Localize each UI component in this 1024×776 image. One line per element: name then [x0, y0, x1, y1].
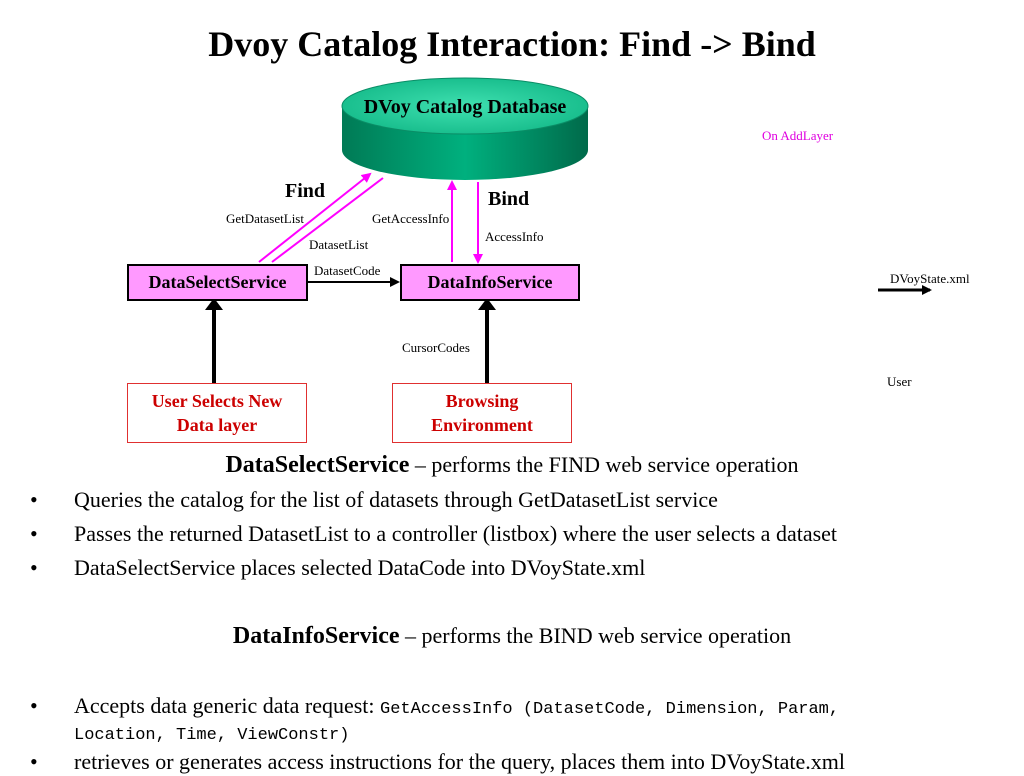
browsing-environment-box: Browsing Environment: [392, 383, 572, 443]
datasetcode-label: DatasetCode: [314, 263, 381, 278]
bullet-text: DataSelectService places selected DataCo…: [74, 555, 646, 580]
slide-title: Dvoy Catalog Interaction: Find -> Bind: [208, 24, 816, 64]
bullet-text-wrap: Accepts data generic data request: GetAc…: [74, 692, 1004, 756]
user-selects-box: User Selects New Data layer: [127, 383, 307, 443]
user-selects-line2: Data layer: [176, 415, 258, 435]
find-label: Find: [285, 180, 326, 202]
bullet-text: Queries the catalog for the list of data…: [74, 487, 718, 512]
accessinfo-label: AccessInfo: [485, 229, 544, 244]
code-line-1: GetAccessInfo (DatasetCode, Dimension, P…: [380, 700, 840, 719]
user-label: User: [887, 374, 912, 389]
section1-heading-bold: DataSelectService: [225, 452, 410, 478]
section1-heading-rest: – performs the FIND web service operatio…: [409, 452, 799, 477]
bullet-dot: •: [30, 487, 38, 512]
bullet-text: Accepts data generic data request:: [74, 693, 381, 718]
on-addlayer-label: On AddLayer: [762, 128, 834, 143]
section2-heading: DataInfoService – performs the BIND web …: [0, 622, 1024, 650]
user-selects-line1: User Selects New: [151, 391, 283, 411]
cursorcodes-label: CursorCodes: [402, 340, 470, 355]
data-select-service-box: DataSelectService: [127, 264, 308, 301]
catalog-database-label: DVoy Catalog Database: [363, 96, 567, 118]
bullet-dot: •: [30, 521, 38, 546]
data-info-service-box: DataInfoService: [400, 264, 580, 301]
dvoystate-label: DVoyState.xml: [890, 271, 970, 286]
bullet-dot: •: [30, 555, 38, 580]
section1-heading: DataSelectService – performs the FIND we…: [0, 451, 1024, 479]
browsing-line2: Environment: [431, 415, 533, 435]
section2-heading-bold: DataInfoService: [232, 623, 400, 649]
bullet-dot: •: [30, 693, 38, 718]
diagram-graphics: [205, 77, 932, 383]
bullet-dot: •: [30, 749, 38, 774]
bullet-text: retrieves or generates access instructio…: [74, 749, 845, 774]
bind-arrows: [447, 180, 483, 264]
getdatasetlist-label: GetDatasetList: [226, 211, 304, 226]
bind-label: Bind: [488, 188, 530, 210]
input-arrows: [205, 298, 496, 383]
bullet-text: Passes the returned DatasetList to a con…: [74, 521, 838, 546]
code-line-2: Location, Time, ViewConstr): [74, 726, 350, 745]
section2-heading-rest: – performs the BIND web service operatio…: [399, 623, 792, 648]
datasetlist-label: DatasetList: [309, 237, 369, 252]
find-arrows: [258, 172, 384, 263]
catalog-database-cylinder: [341, 77, 589, 180]
section2-bullet-1: • Accepts data generic data request: Get…: [30, 692, 1010, 745]
browsing-line1: Browsing: [445, 391, 519, 411]
getaccessinfo-label: GetAccessInfo: [372, 211, 450, 226]
